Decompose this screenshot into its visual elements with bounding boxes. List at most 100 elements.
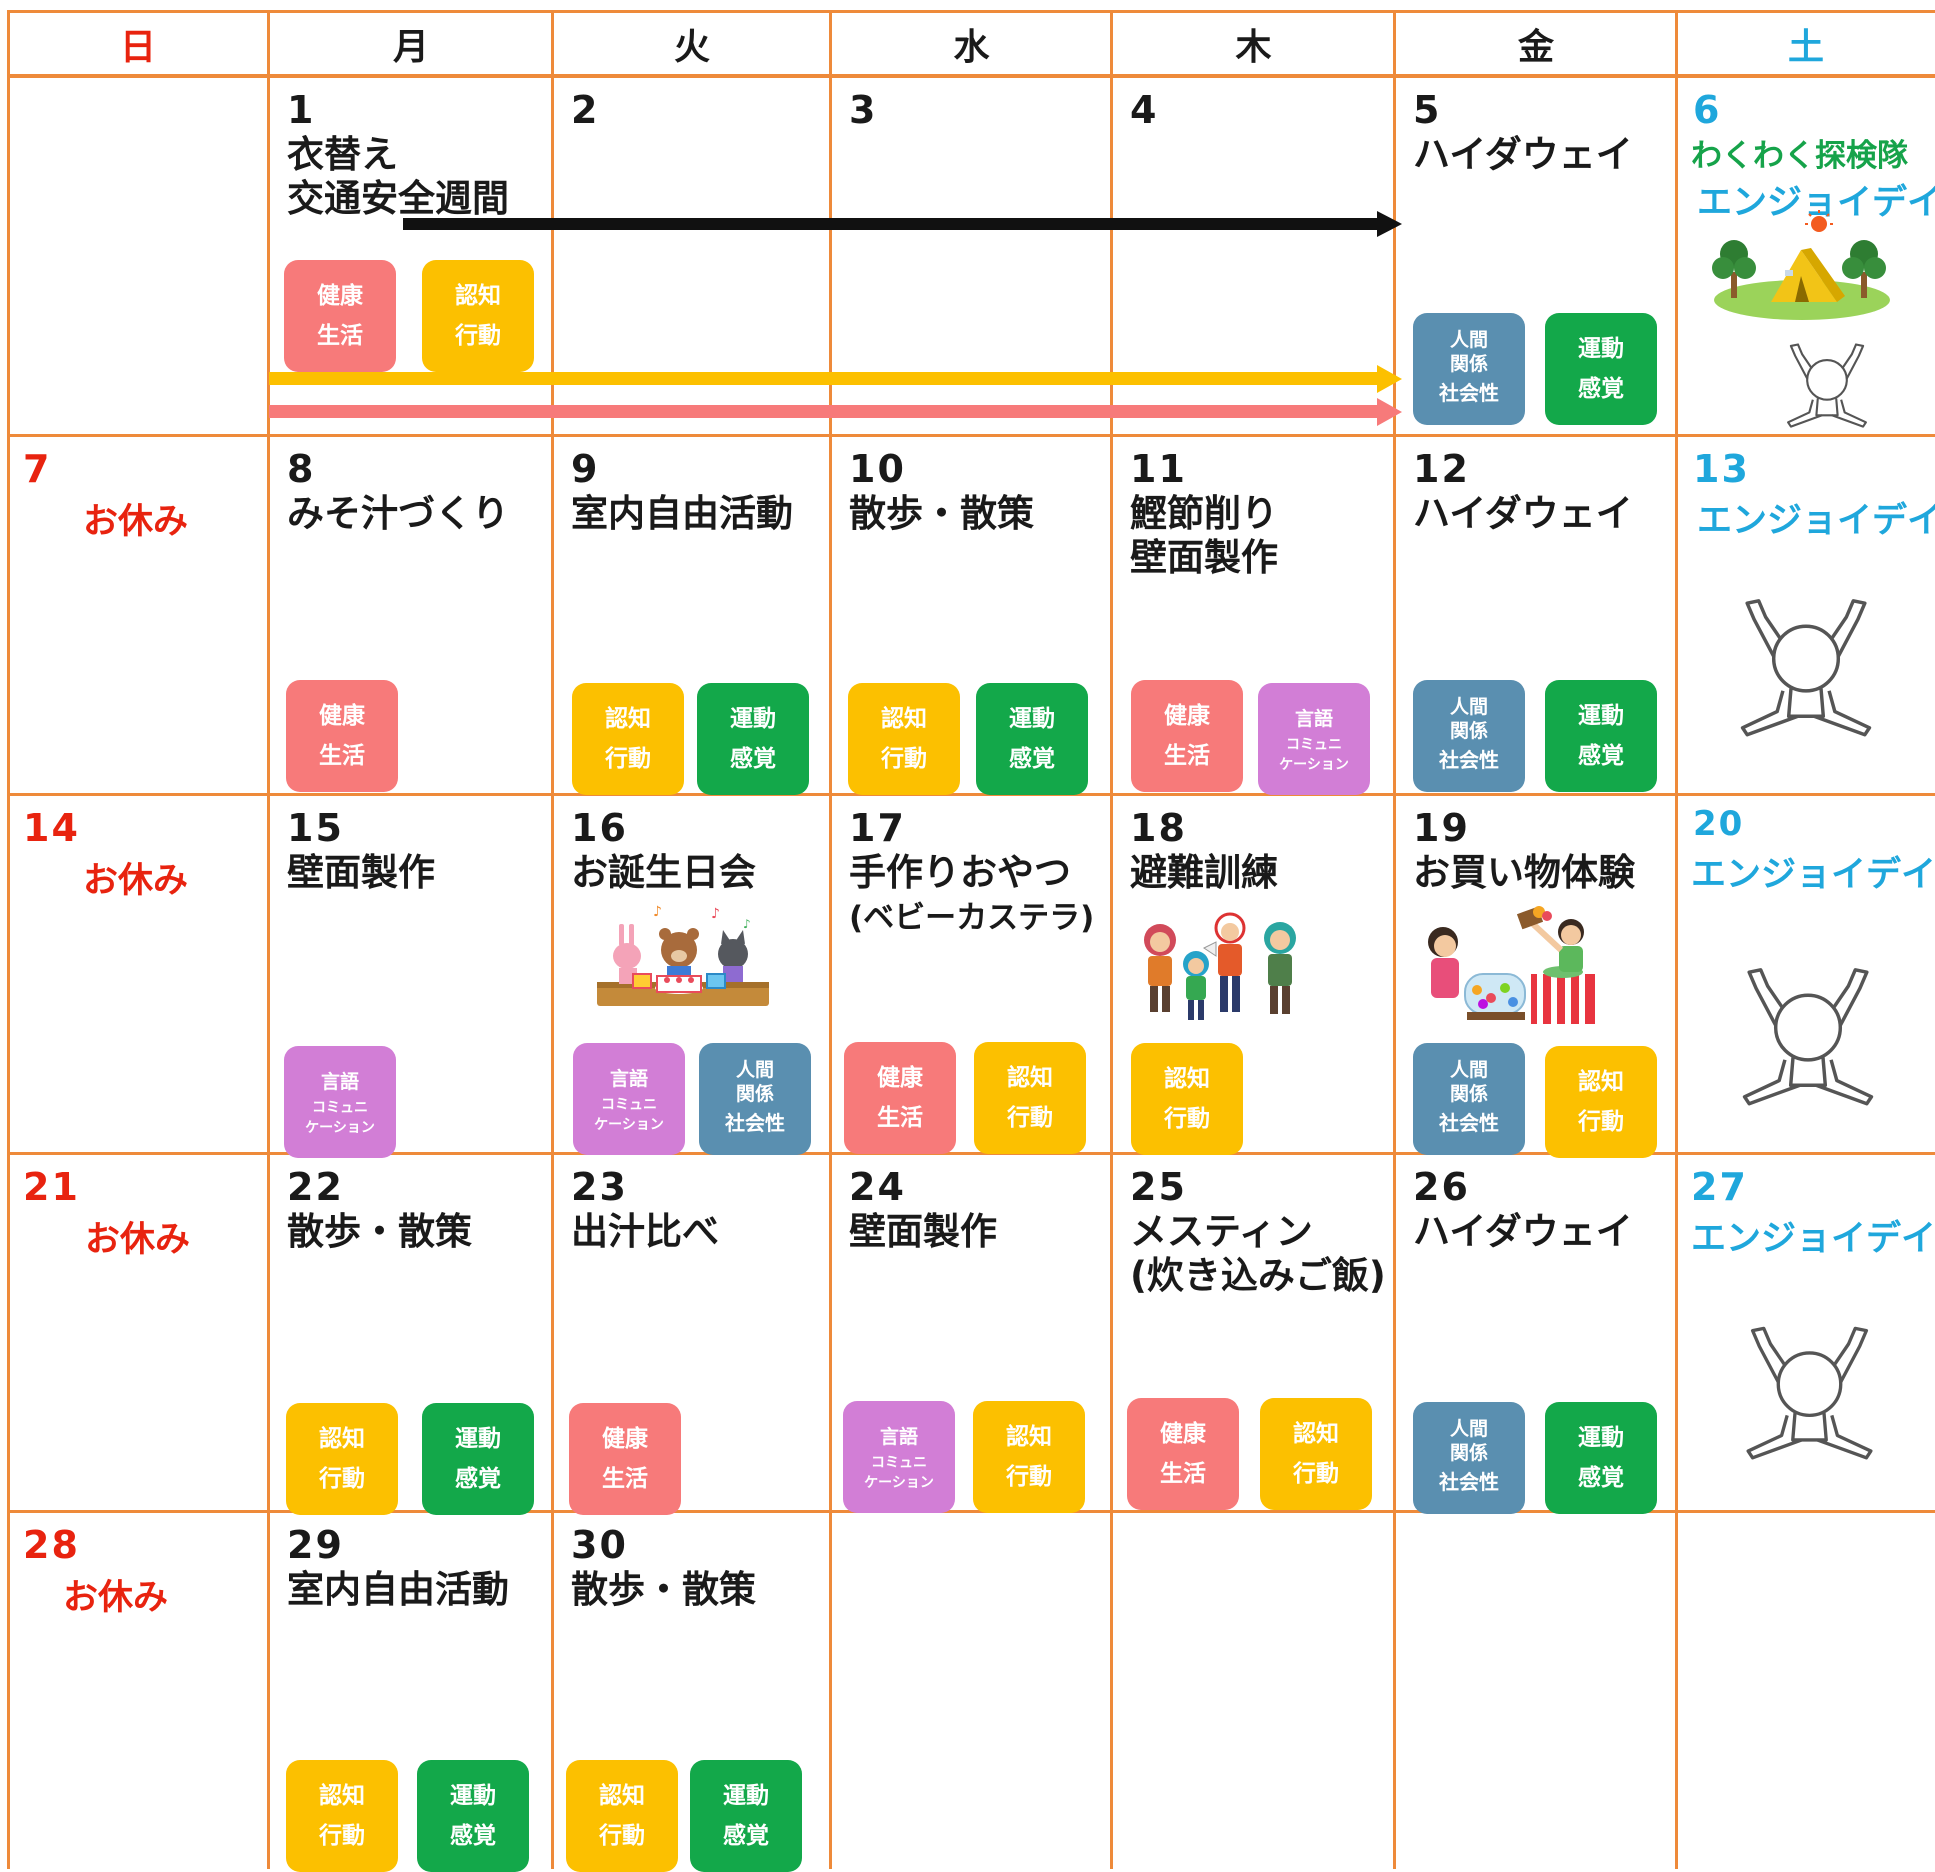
day-cell-8[interactable]: 8 みそ汁づくり 健康生活	[269, 437, 551, 793]
day-cell-4[interactable]: 4	[1112, 78, 1393, 434]
day-cell-14[interactable]: 14 お休み	[9, 796, 267, 1152]
day-cell-11[interactable]: 11 鰹節削り 壁面製作 健康生活 言語コミュニケーション	[1112, 437, 1393, 795]
weekday-mon: 月	[392, 27, 429, 68]
badge-label: ケーション	[594, 1117, 664, 1133]
badge-label: 運動	[455, 1426, 501, 1452]
birthday-party-illustration: ♪ ♪ ♪	[597, 904, 769, 1006]
empty-cell	[1112, 1513, 1393, 1869]
day-cell-17[interactable]: 17 手作りおやつ (ベビーカステラ) 健康生活 認知行動	[831, 796, 1110, 1154]
grid-line	[1675, 10, 1678, 1869]
day-cell-19[interactable]: 19 お買い物体験 人間関係社会性 認知行動	[1395, 796, 1675, 1158]
day-cell-2[interactable]: 2	[553, 78, 829, 434]
day-number: 4	[1130, 88, 1159, 132]
day-cell-10[interactable]: 10 散歩・散策 認知行動 運動感覚	[831, 437, 1110, 795]
badge-label: 健康	[602, 1426, 648, 1452]
day-cell-6[interactable]: 6 わくわく探検隊 エンジョイデイ	[1677, 78, 1935, 434]
badge-health: 健康生活	[844, 1042, 956, 1154]
badge-health: 健康生活	[1131, 680, 1243, 792]
day-cell-5[interactable]: 5 ハイダウェイ 人間関係社会性 運動感覚	[1395, 78, 1675, 434]
badge-label: 認知	[881, 706, 927, 732]
day-number: 12	[1413, 447, 1470, 491]
badge-label: 言語	[879, 1426, 918, 1448]
badge-label: ケーション	[864, 1475, 934, 1491]
badge-label: 社会性	[725, 1111, 785, 1135]
grid-line	[7, 10, 1935, 13]
badge-label: 認知	[1293, 1421, 1339, 1447]
badge-label: 認知	[599, 1783, 645, 1809]
event-title: ハイダウェイ	[1413, 1210, 1633, 1253]
grid-line	[829, 10, 832, 1869]
grid-line	[7, 793, 1935, 796]
day-cell-15[interactable]: 15 壁面製作 言語コミュニケーション	[269, 796, 551, 1158]
camping-tent-illustration	[1712, 210, 1890, 320]
day-cell-12[interactable]: 12 ハイダウェイ 人間関係社会性 運動感覚	[1395, 437, 1675, 793]
weekday-fri: 金	[1517, 27, 1554, 68]
badge-label: 生活	[1164, 743, 1210, 769]
day-number: 30	[571, 1523, 628, 1567]
weekday-sat: 土	[1787, 27, 1824, 68]
day-cell-7[interactable]: 7 お休み	[9, 437, 267, 793]
event-title: お買い物体験	[1413, 851, 1635, 894]
day-cell-29[interactable]: 29 室内自由活動 認知行動 運動感覚	[269, 1513, 551, 1872]
svg-text:♪: ♪	[711, 906, 720, 922]
event-title: わくわく探検隊	[1691, 138, 1908, 174]
holiday-label: お休み	[83, 861, 189, 901]
badge-label: 人間	[1449, 1418, 1488, 1440]
badge-motor: 運動感覚	[697, 683, 809, 795]
badge-human-relations: 人間関係社会性	[1413, 680, 1525, 792]
badge-label: コミュニ	[312, 1100, 368, 1116]
day-cell-22[interactable]: 22 散歩・散策 認知行動 運動感覚	[269, 1155, 551, 1515]
day-cell-20[interactable]: 20 エンジョイデイ	[1677, 796, 1935, 1152]
day-cell-24[interactable]: 24 壁面製作 言語コミュニケーション 認知行動	[831, 1155, 1110, 1513]
day-cell-27[interactable]: 27 エンジョイデイ	[1677, 1155, 1935, 1510]
weekday-sun: 日	[119, 27, 156, 68]
badge-language: 言語コミュニケーション	[1258, 683, 1370, 795]
badge-label: 行動	[1007, 1105, 1053, 1131]
grid-line	[7, 74, 1935, 78]
event-title: 壁面製作	[287, 851, 435, 894]
badge-motor: 運動感覚	[1545, 680, 1657, 792]
badge-label: ケーション	[305, 1120, 375, 1136]
badge-label: 健康	[1160, 1421, 1206, 1447]
stick-figure-illustration	[1740, 599, 1872, 737]
day-cell-13[interactable]: 13 エンジョイデイ	[1677, 437, 1935, 793]
badge-cognition: 認知行動	[572, 683, 684, 795]
shopping-illustration	[1428, 906, 1595, 1024]
badge-label: 運動	[730, 706, 776, 732]
day-number: 25	[1130, 1165, 1187, 1209]
day-cell-25[interactable]: 25 メスティン (炊き込みご飯) 健康生活 認知行動	[1112, 1155, 1393, 1510]
day-cell-23[interactable]: 23 出汁比べ 健康生活	[553, 1155, 829, 1515]
badge-label: 認知	[1164, 1066, 1210, 1092]
badge-label: 関係	[1449, 720, 1488, 742]
badge-label: 感覚	[1578, 376, 1624, 402]
badge-human-relations: 人間関係社会性	[699, 1043, 811, 1155]
event-title: エンジョイデイ	[1697, 501, 1935, 541]
badge-label: 健康	[877, 1065, 923, 1091]
badge-label: 運動	[1578, 703, 1624, 729]
event-title: 室内自由活動	[571, 492, 793, 535]
day-cell-1[interactable]: 1 衣替え 交通安全週間 健康生活 認知行動	[269, 78, 551, 434]
day-number: 9	[571, 447, 600, 491]
day-cell-30[interactable]: 30 散歩・散策 認知行動 運動感覚	[553, 1513, 829, 1872]
weekday-wed: 水	[953, 27, 990, 68]
badge-label: 人間	[1449, 696, 1488, 718]
day-cell-3[interactable]: 3	[831, 78, 1110, 434]
event-title: メスティン	[1130, 1210, 1313, 1253]
grid-line	[7, 434, 1935, 437]
grid-line	[551, 10, 554, 1869]
badge-label: 関係	[1449, 1442, 1488, 1464]
day-cell-28[interactable]: 28 お休み	[9, 1513, 267, 1869]
badge-health: 健康生活	[284, 260, 396, 372]
badge-label: 感覚	[723, 1823, 769, 1849]
day-cell-26[interactable]: 26 ハイダウェイ 人間関係社会性 運動感覚	[1395, 1155, 1675, 1514]
badge-label: 行動	[1578, 1109, 1624, 1135]
day-cell-16[interactable]: 16 お誕生日会	[553, 796, 829, 1155]
day-cell-21[interactable]: 21 お休み	[9, 1155, 267, 1510]
badge-label: 行動	[599, 1823, 645, 1849]
day-cell-18[interactable]: 18 避難訓練	[1112, 796, 1393, 1155]
arrow-pink	[269, 398, 1402, 426]
badge-cognition: 認知行動	[422, 260, 534, 372]
day-cell-9[interactable]: 9 室内自由活動 認知行動 運動感覚	[553, 437, 829, 795]
badge-label: 健康	[1164, 703, 1210, 729]
event-title: 出汁比べ	[571, 1210, 719, 1253]
